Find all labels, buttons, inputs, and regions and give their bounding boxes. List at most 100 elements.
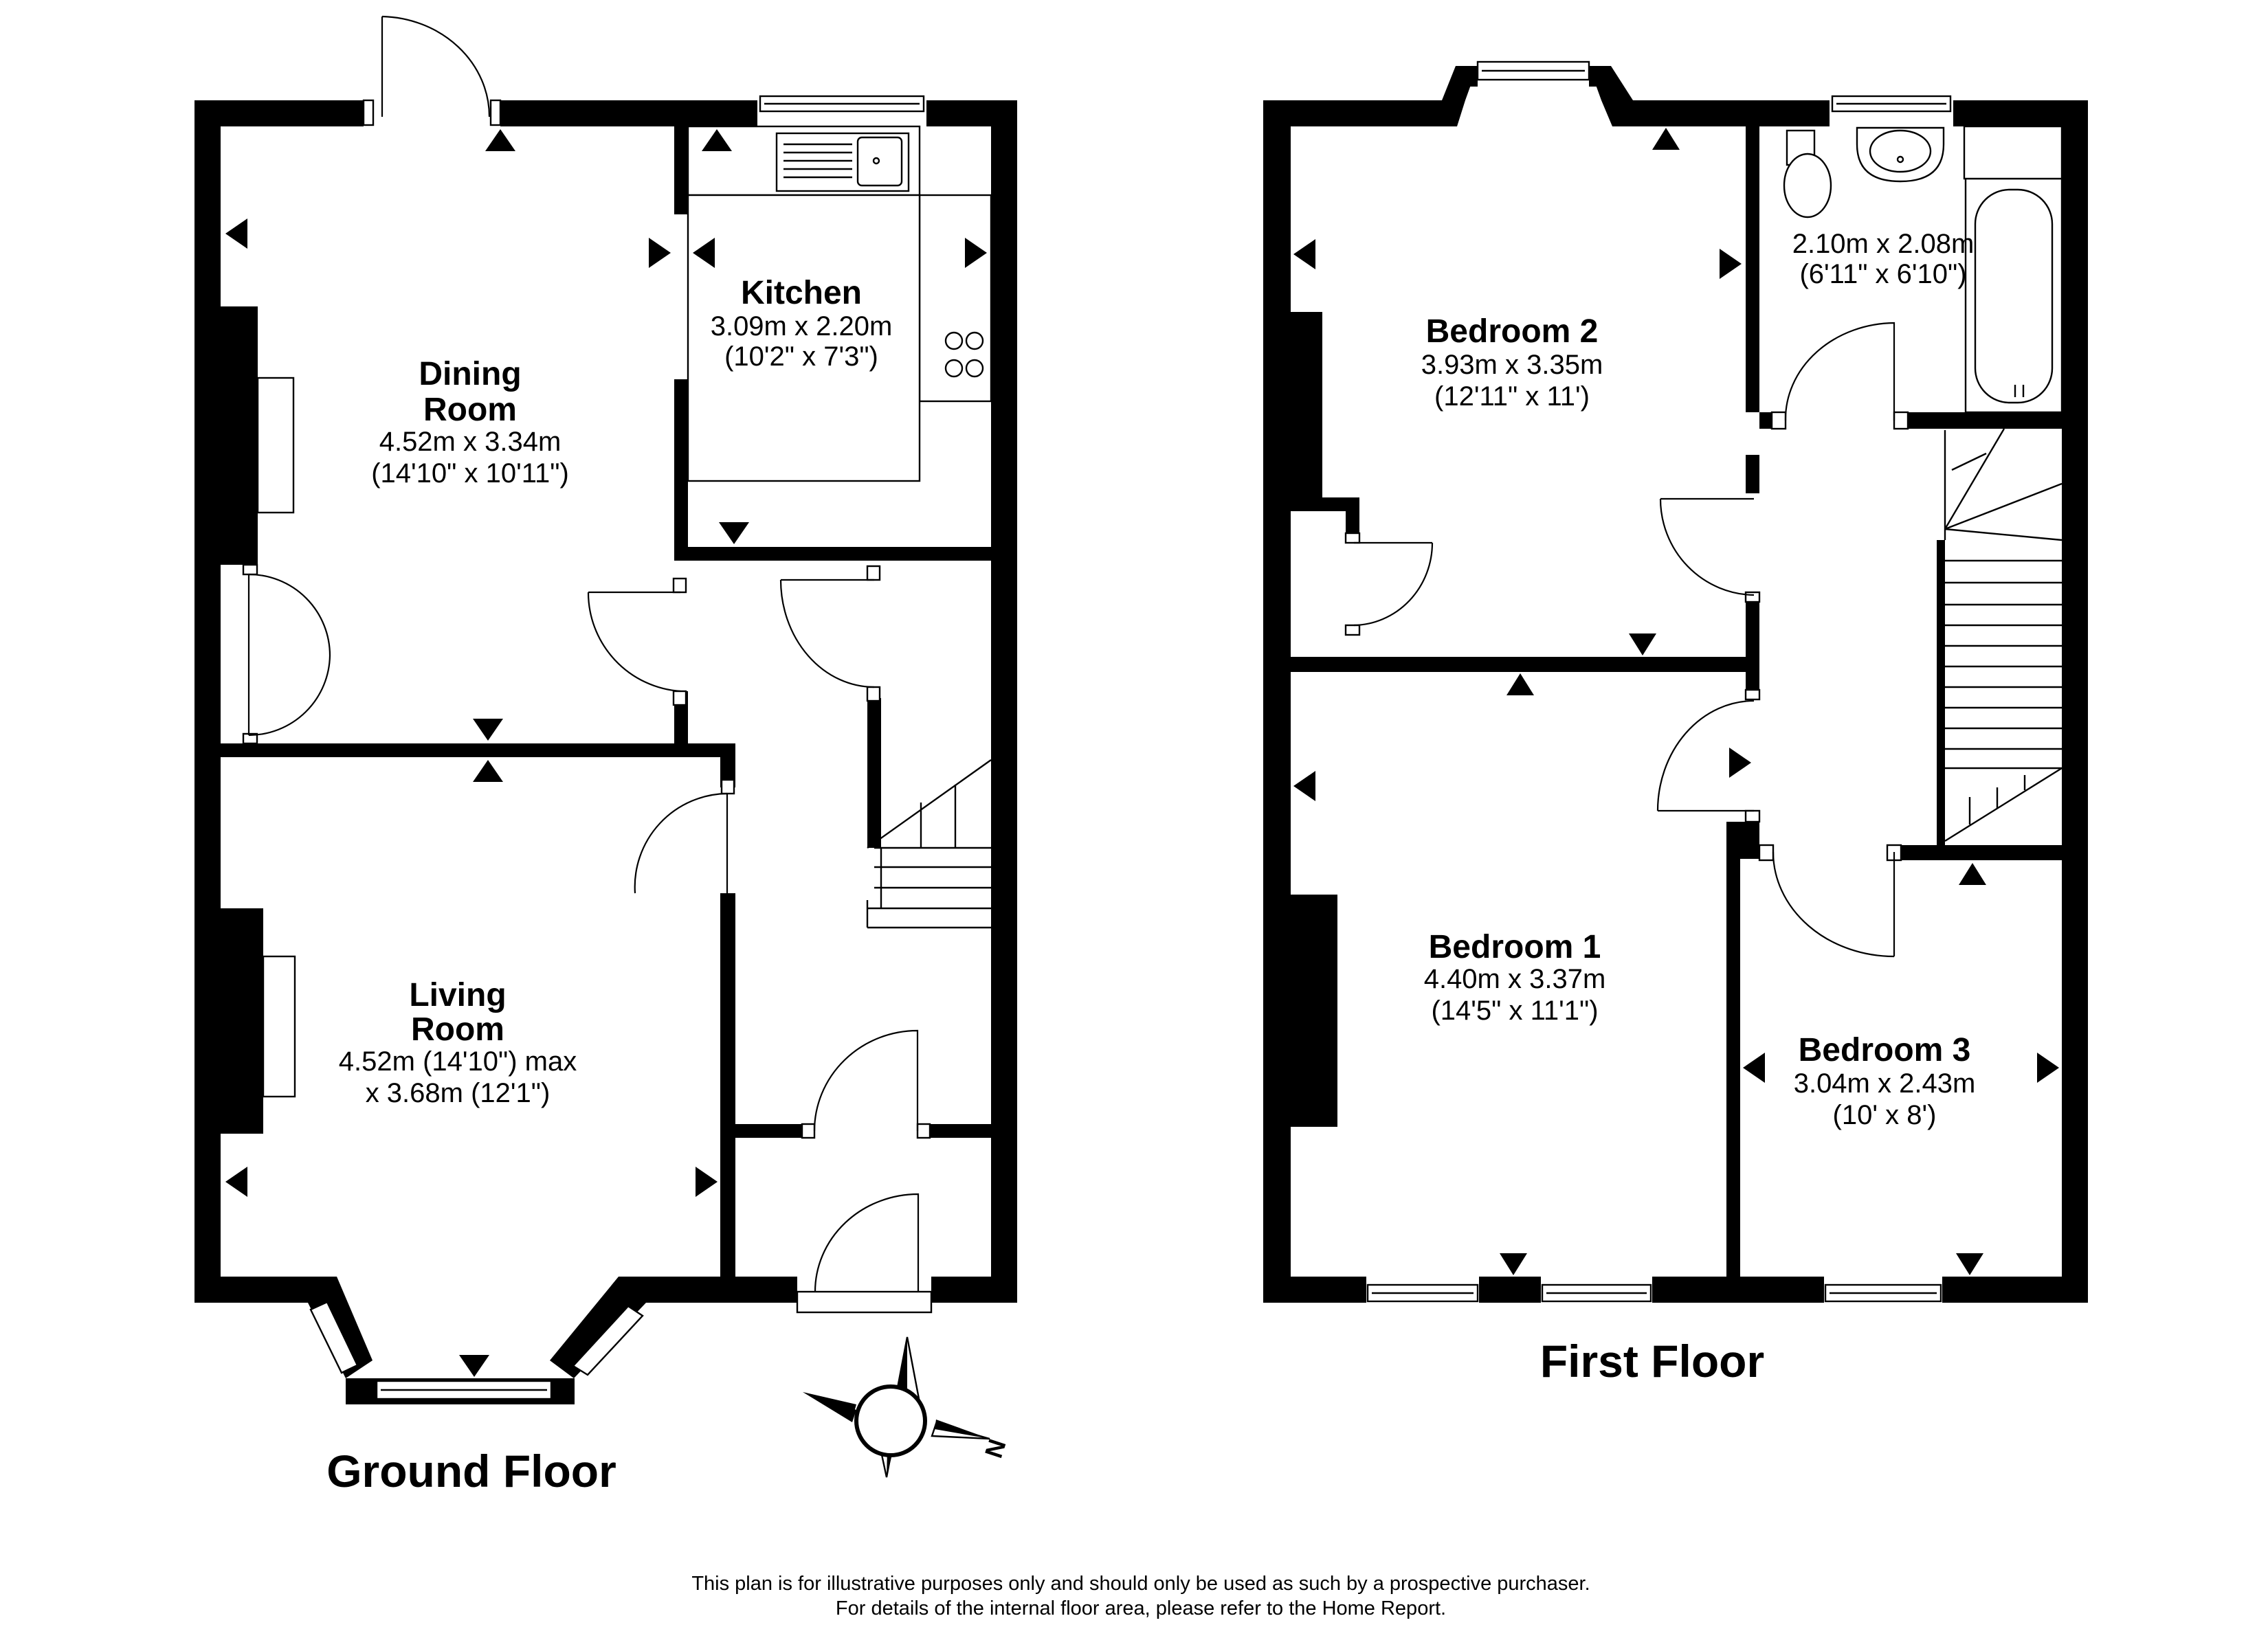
jamb xyxy=(866,565,881,581)
bathroom-door xyxy=(1784,322,1895,421)
living-bay-window-left xyxy=(309,1301,359,1374)
first-wall-left xyxy=(1263,100,1291,1303)
jamb xyxy=(801,1123,816,1139)
bed1-landing-wall-lower xyxy=(1726,822,1759,859)
living-room-dimensions-metric: 4.52m (14'10") max xyxy=(339,1046,577,1077)
toilet-bowl xyxy=(1783,153,1832,218)
jamb xyxy=(672,690,687,706)
bedroom2-cupboard-door xyxy=(1353,541,1434,627)
jamb xyxy=(1344,532,1361,544)
kitchen-worktop-right xyxy=(918,194,992,403)
kitchen-dining-wall-lower xyxy=(674,379,688,559)
first-wall-right xyxy=(2062,100,2088,1303)
jamb xyxy=(1744,688,1761,701)
jamb xyxy=(866,686,881,702)
jamb xyxy=(1893,411,1909,430)
dining-cupboard-doors xyxy=(247,573,331,737)
first-floor-title: First Floor xyxy=(1540,1336,1764,1387)
compass-icon: N xyxy=(803,1336,1012,1478)
first-wall-bottom-d xyxy=(1942,1277,2088,1303)
dining-hall-door xyxy=(587,591,681,693)
first-wall-top-mid xyxy=(1612,100,1830,126)
jamb xyxy=(489,99,502,126)
ground-wall-bottom-right xyxy=(931,1277,1017,1303)
disclaimer-line2: For details of the internal floor area, … xyxy=(836,1597,1446,1619)
porch-inner-door xyxy=(813,1029,919,1132)
first-wall-bottom-b xyxy=(1479,1277,1541,1303)
kitchen-dining-wall-upper xyxy=(674,126,688,214)
living-bay-window-right xyxy=(572,1305,644,1376)
ground-wall-bottom-mid xyxy=(619,1277,797,1303)
bed2-bed1-wall xyxy=(1291,657,1759,672)
bed2-landing-wall xyxy=(1746,602,1759,672)
living-hall-door xyxy=(634,792,729,894)
ground-wall-right xyxy=(991,100,1017,1303)
kitchen-worktop-base xyxy=(687,194,921,482)
living-chimney-breast xyxy=(221,908,263,1134)
bathroom-top-ledge xyxy=(1963,125,2063,180)
bathroom-dimensions-imperial: (6'11" x 6'10") xyxy=(1799,259,1966,289)
hob-ring xyxy=(944,359,964,378)
jamb xyxy=(1744,591,1761,603)
first-wall-bottom-a xyxy=(1263,1277,1366,1303)
bath-landing-wall xyxy=(1759,412,1772,429)
bedroom1-door xyxy=(1656,699,1755,812)
ground-floor xyxy=(194,15,1017,1404)
jamb xyxy=(1758,844,1775,862)
jamb xyxy=(720,778,735,795)
bedroom2-dimensions-metric: 3.93m x 3.35m xyxy=(1421,350,1603,380)
jamb xyxy=(1344,624,1361,636)
bedroom3-dimensions-metric: 3.04m x 2.43m xyxy=(1794,1068,1976,1099)
ground-wall-top-left xyxy=(194,100,364,126)
bedroom1-dimensions-imperial: (14'5" x 11'1") xyxy=(1431,996,1598,1026)
living-room-dimensions-imperial: x 3.68m (12'1") xyxy=(366,1078,551,1108)
jamb xyxy=(1770,411,1787,430)
bed2-bath-wall-lower xyxy=(1746,455,1759,493)
under-stair-wall xyxy=(867,698,881,848)
compass-north-label: N xyxy=(979,1435,1012,1461)
dining-room-dimensions-imperial: (14'10" x 10'11") xyxy=(371,458,569,489)
bedroom2-door xyxy=(1659,497,1755,596)
bedroom1-dimensions-metric: 4.40m x 3.37m xyxy=(1424,964,1606,994)
jamb xyxy=(242,732,258,745)
hob-ring xyxy=(965,359,984,378)
jamb xyxy=(672,577,687,594)
porch-wall-left xyxy=(735,1124,804,1138)
ground-stairs xyxy=(866,759,992,929)
living-room-name-line1: Living xyxy=(409,977,506,1013)
bedroom2-name: Bedroom 2 xyxy=(1426,313,1599,350)
kitchen-dimensions-metric: 3.09m x 2.20m xyxy=(711,311,893,341)
basin xyxy=(1856,126,1945,183)
porch-wall-right xyxy=(918,1124,991,1138)
living-room-name-line2: Room xyxy=(411,1011,504,1048)
bedroom3-dimensions-imperial: (10' x 8') xyxy=(1833,1100,1937,1130)
bed3-landing-wall xyxy=(1897,845,2062,860)
bed2-bath-wall-upper xyxy=(1746,126,1759,412)
dining-living-wall xyxy=(221,743,722,757)
first-stairs xyxy=(1944,428,2063,842)
jamb xyxy=(362,99,375,126)
living-hall-wall-lower xyxy=(720,893,735,1303)
bath-tub-inner xyxy=(1974,188,2054,404)
kitchen-hall-wall xyxy=(674,547,991,561)
jamb xyxy=(242,563,258,576)
under-stair-door xyxy=(779,579,875,688)
porch-front-sill xyxy=(796,1290,933,1314)
bed1-landing-wall-upper xyxy=(1746,672,1759,691)
bedroom2-cupboard-side xyxy=(1346,497,1359,533)
bath-landing-wall-right xyxy=(1908,412,2062,429)
living-hearth xyxy=(262,955,296,1098)
stair-wall-left xyxy=(1937,540,1945,845)
bed1-bed3-wall xyxy=(1726,833,1740,1303)
front-door xyxy=(814,1193,920,1292)
dining-chimney-breast xyxy=(221,306,258,565)
disclaimer-line1: This plan is for illustrative purposes o… xyxy=(691,1573,1590,1595)
first-floor xyxy=(1263,60,2088,1307)
living-hall-wall-upper xyxy=(720,743,735,787)
bedroom1-chimney-breast xyxy=(1291,895,1337,1127)
kitchen-dimensions-imperial: (10'2" x 7'3") xyxy=(724,341,878,372)
ground-floor-title: Ground Floor xyxy=(326,1446,616,1496)
dining-room-name-line1: Dining xyxy=(419,356,521,392)
hob-ring xyxy=(965,331,984,350)
